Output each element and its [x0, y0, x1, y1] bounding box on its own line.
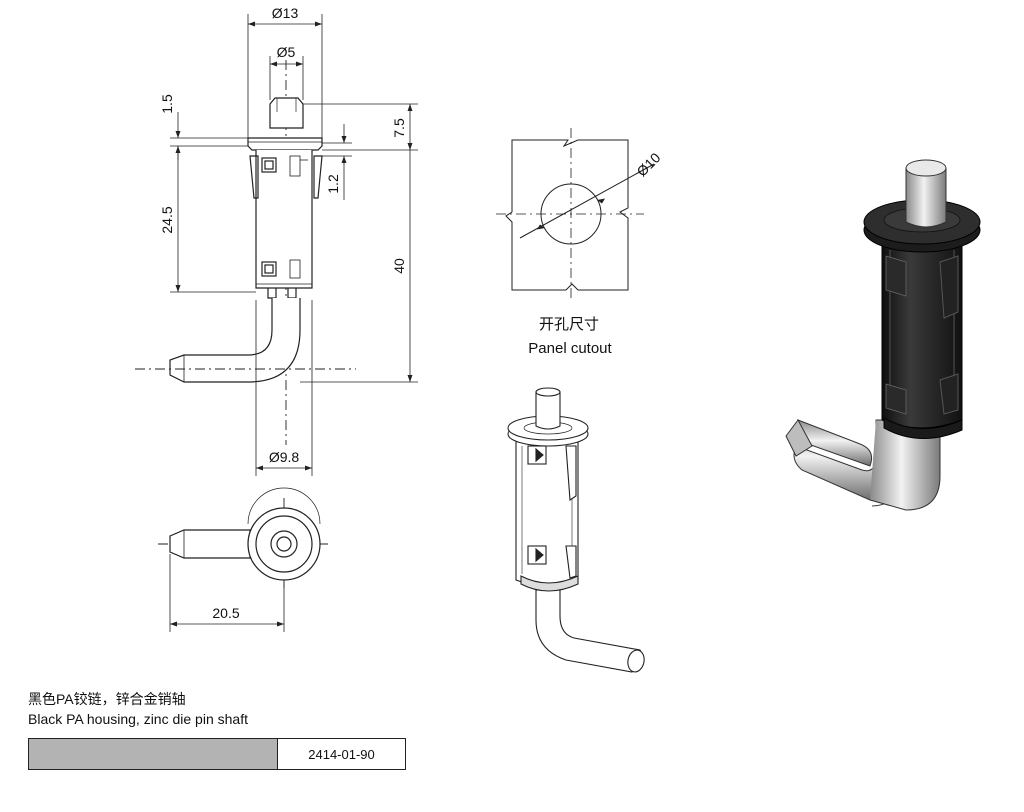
- part-code: 2414-01-90: [308, 746, 375, 762]
- front-view: [135, 60, 356, 445]
- dim-7-5: 7.5: [391, 118, 407, 138]
- part-code-swatch: [29, 739, 278, 769]
- dim-d9-8: Ø9.8: [269, 449, 300, 465]
- caption-cn: 黑色PA铰链，锌合金销轴: [28, 691, 186, 707]
- caption-en: Black PA housing, zinc die pin shaft: [28, 711, 248, 727]
- dim-20-5: 20.5: [212, 605, 239, 621]
- dim-1-5: 1.5: [159, 94, 175, 114]
- top-view: [158, 487, 330, 590]
- dim-d10: Ø10: [633, 149, 663, 179]
- front-dimension-labels: Ø13 Ø5 1.5 24.5 7.5 40 1.2 Ø9.8: [159, 5, 407, 465]
- dim-1-2: 1.2: [325, 174, 341, 194]
- isometric-line-view: [507, 387, 645, 673]
- cutout-label-en: Panel cutout: [528, 340, 612, 357]
- dim-d13: Ø13: [272, 5, 299, 21]
- part-code-box: 2414-01-90: [28, 738, 406, 770]
- dim-40: 40: [391, 258, 407, 274]
- cutout-label-cn: 开孔尺寸: [538, 315, 599, 333]
- isometric-render-view: [785, 159, 981, 511]
- dim-24-5: 24.5: [159, 206, 175, 233]
- dim-d5: Ø5: [277, 44, 296, 60]
- panel-cutout-view: [496, 128, 655, 302]
- top-dimensions: [169, 554, 285, 632]
- front-dimensions: [170, 14, 418, 476]
